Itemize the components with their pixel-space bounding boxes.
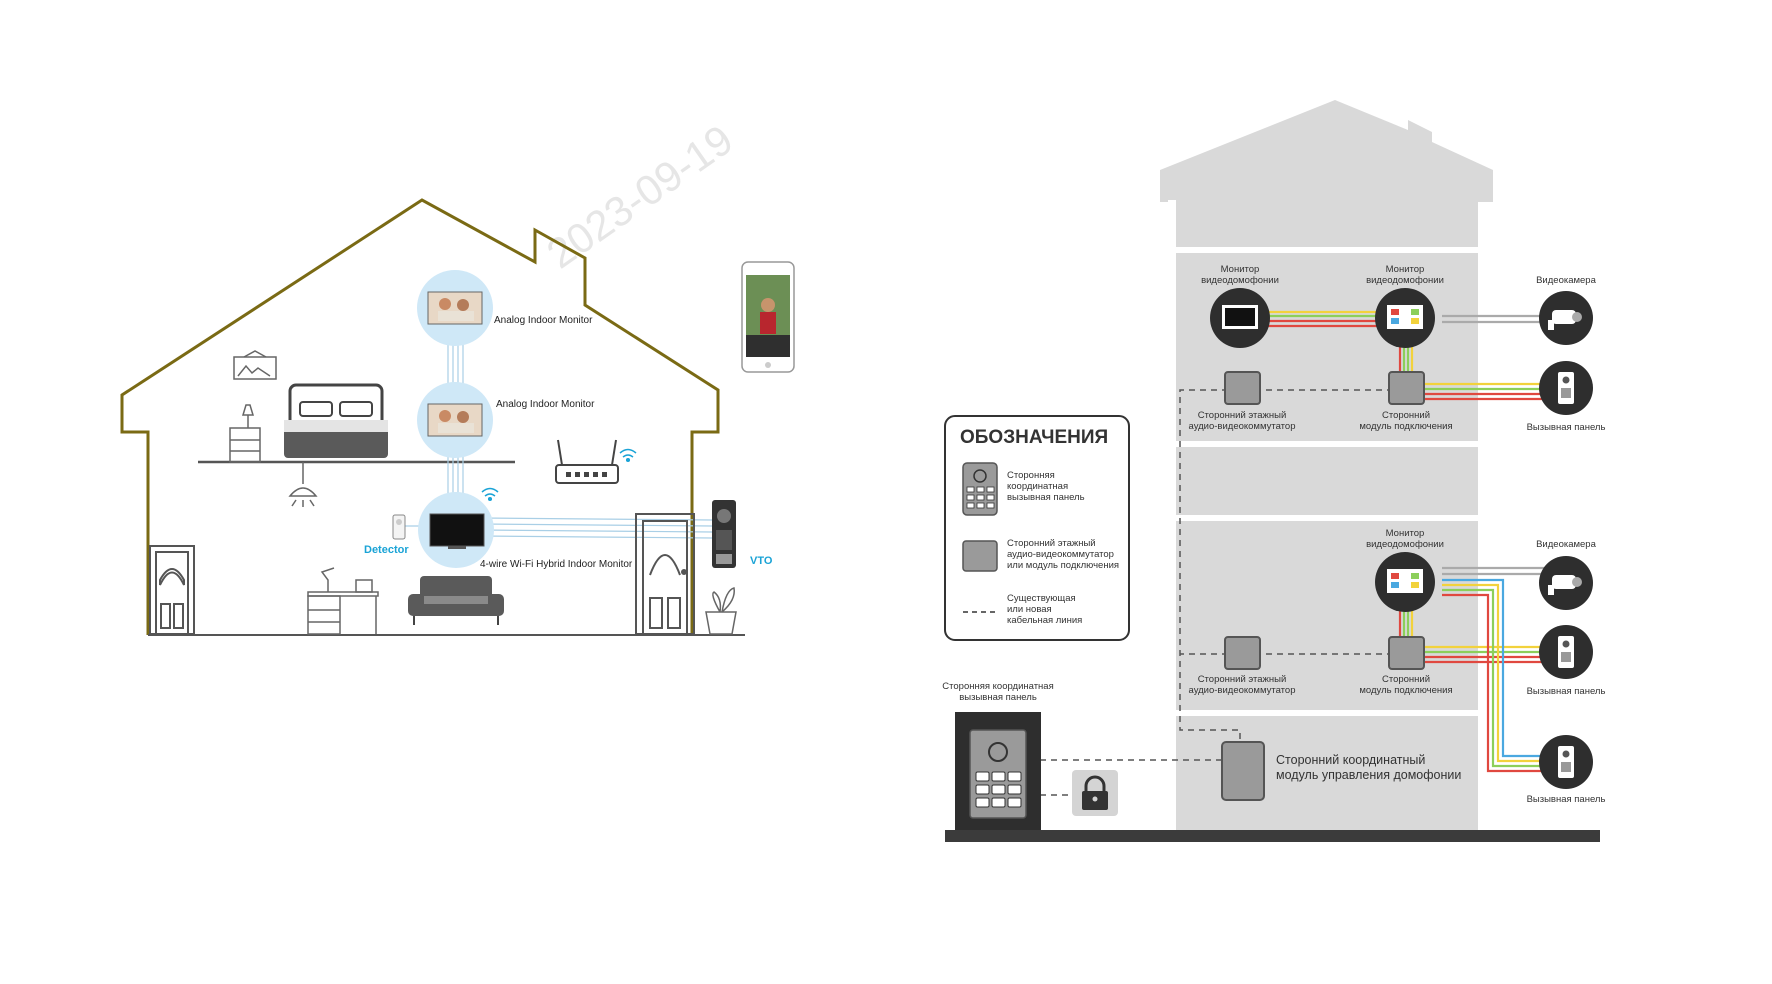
camera-lower bbox=[1539, 556, 1593, 610]
monitor-upper-right-label-2: видеодомофонии bbox=[1366, 275, 1444, 286]
conn-module-lower bbox=[1388, 636, 1425, 670]
conn-module-upper bbox=[1388, 371, 1425, 405]
vto-door-station-icon bbox=[712, 500, 736, 568]
camera-lower-label: Видеокамера bbox=[1536, 539, 1596, 550]
legend-panel-icon bbox=[962, 462, 998, 516]
legend-item3-line1: Существующая bbox=[1007, 593, 1076, 604]
router-icon bbox=[555, 439, 619, 484]
legend-item1-line1: Сторонняя bbox=[1007, 470, 1055, 481]
ground-base bbox=[945, 830, 1600, 842]
analog-monitor-top bbox=[417, 270, 493, 346]
plant-pot-icon bbox=[705, 587, 737, 635]
router-wifi-icon bbox=[619, 448, 637, 463]
analog-monitor-mid bbox=[417, 382, 493, 458]
legend-switch-icon bbox=[962, 540, 998, 572]
ceiling-lamp-icon bbox=[288, 462, 318, 507]
wifi-icon bbox=[481, 487, 499, 502]
monitor-mid-label: Analog Indoor Monitor bbox=[496, 399, 595, 410]
legend-item3-line3: кабельная линия bbox=[1007, 615, 1082, 626]
call-panel-upper-label: Вызывная панель bbox=[1527, 422, 1606, 433]
monitor-upper-right bbox=[1375, 288, 1435, 348]
conn-module-lower-label-2: модуль подключения bbox=[1359, 685, 1452, 696]
call-panel-lower-1-label: Вызывная панель bbox=[1527, 686, 1606, 697]
camera-upper-label: Видеокамера bbox=[1536, 275, 1596, 286]
bed-icon bbox=[284, 383, 388, 458]
floor-switch-lower bbox=[1224, 636, 1261, 670]
floor-switch-upper-label-1: Сторонний этажный bbox=[1198, 410, 1287, 421]
building-diagram: Монитор видеодомофонии Монитор видеодомо… bbox=[942, 100, 1605, 842]
monitor-upper-right-label-1: Монитор bbox=[1386, 264, 1425, 275]
monitor-lower-label-2: видеодомофонии bbox=[1366, 539, 1444, 550]
conn-module-upper-label-2: модуль подключения bbox=[1359, 421, 1452, 432]
hybrid-indoor-monitor bbox=[418, 492, 494, 568]
floor-switch-upper-label-2: аудио-видеокоммутатор bbox=[1189, 421, 1296, 432]
right-door-icon bbox=[635, 513, 695, 635]
monitor-main-label: 4-wire Wi-Fi Hybrid Indoor Monitor bbox=[480, 559, 633, 570]
house-diagram: 2023-09-19 Analog Indoor Monitor bbox=[120, 116, 795, 636]
conn-module-upper-label-1: Сторонний bbox=[1382, 410, 1430, 421]
outdoor-call-panel bbox=[955, 712, 1041, 830]
floor-separators bbox=[1175, 247, 1478, 716]
call-panel-upper bbox=[1539, 361, 1593, 415]
lock-icon bbox=[1072, 770, 1118, 816]
floor-switch-lower-label-2: аудио-видеокоммутатор bbox=[1189, 685, 1296, 696]
legend-item2-line1: Сторонний этажный bbox=[1007, 538, 1096, 549]
lower-floor-wires bbox=[1398, 566, 1545, 773]
detector-label: Detector bbox=[364, 544, 409, 556]
building-roof bbox=[1160, 100, 1493, 202]
desk-icon bbox=[307, 567, 379, 635]
control-module-label-2: модуль управления домофонии bbox=[1276, 768, 1461, 782]
legend-item1-line3: вызывная панель bbox=[1007, 492, 1085, 503]
monitor-lower bbox=[1375, 552, 1435, 612]
legend-item1-line2: координатная bbox=[1007, 481, 1068, 492]
legend-title: ОБОЗНАЧЕНИЯ bbox=[960, 427, 1108, 448]
floor-switch-upper bbox=[1224, 371, 1261, 405]
monitor-upper-left bbox=[1210, 288, 1270, 348]
smartphone-icon bbox=[741, 261, 795, 373]
outdoor-panel-label-2: вызывная панель bbox=[959, 692, 1037, 703]
legend-box: ОБОЗНАЧЕНИЯ Сторонняя координатная вызыв… bbox=[944, 415, 1130, 641]
call-panel-lower-2-label: Вызывная панель bbox=[1527, 794, 1606, 805]
left-door-icon bbox=[149, 545, 195, 635]
camera-upper bbox=[1539, 291, 1593, 345]
nightstand-icon bbox=[229, 404, 261, 463]
vto-label: VTO bbox=[750, 555, 773, 567]
monitor-upper-left-label-2: видеодомофонии bbox=[1201, 275, 1279, 286]
control-module-label-1: Сторонний координатный bbox=[1276, 753, 1425, 767]
dashed-cables bbox=[1040, 389, 1393, 796]
monitor-lower-label-1: Монитор bbox=[1386, 528, 1425, 539]
call-panel-lower-2 bbox=[1539, 735, 1593, 789]
monitor-top-label: Analog Indoor Monitor bbox=[494, 315, 593, 326]
detector-icon bbox=[392, 514, 406, 540]
control-module bbox=[1221, 741, 1265, 801]
picture-frame-icon bbox=[233, 350, 277, 380]
sofa-icon bbox=[408, 576, 504, 625]
legend-item3-line2: или новая bbox=[1007, 604, 1052, 615]
monitor-upper-left-label-1: Монитор bbox=[1221, 264, 1260, 275]
legend-item2-line2: аудио-видеокоммутатор bbox=[1007, 549, 1114, 560]
outdoor-panel-label-1: Сторонняя координатная bbox=[942, 681, 1053, 692]
house-outline bbox=[120, 198, 720, 635]
conn-module-lower-label-1: Сторонний bbox=[1382, 674, 1430, 685]
call-panel-lower-1 bbox=[1539, 625, 1593, 679]
watermark: 2023-09-19 bbox=[538, 116, 741, 278]
floor-switch-lower-label-1: Сторонний этажный bbox=[1198, 674, 1287, 685]
legend-item2-line3: или модуль подключения bbox=[1007, 560, 1119, 571]
